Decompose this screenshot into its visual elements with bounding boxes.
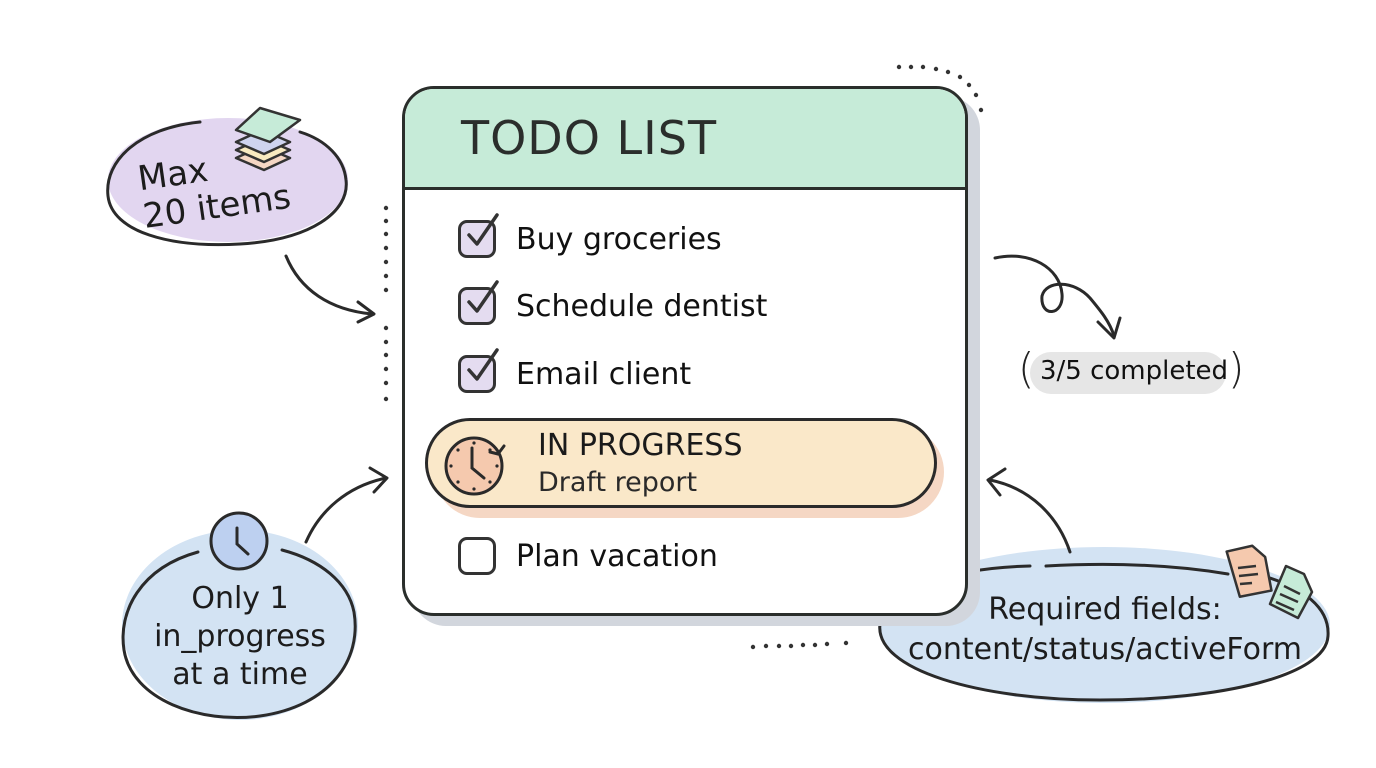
todo-item[interactable]: Email client <box>458 348 692 393</box>
arrowhead <box>986 467 1007 497</box>
documents-icon <box>1225 544 1314 620</box>
todo-card: TODO LIST <box>402 86 968 616</box>
in-progress-item[interactable] <box>425 418 937 508</box>
arrow-required-to-card <box>988 478 1072 554</box>
single-in-progress-bubble-outline <box>121 548 357 719</box>
dotted-line-bottom <box>750 640 849 650</box>
arrow-max-to-card <box>284 254 374 316</box>
swirl-arrow-to-completed <box>993 254 1116 338</box>
required-fields-bubble-outline-top <box>1044 562 1230 576</box>
dotted-arc-top-right <box>896 64 984 113</box>
in-progress-status-label: IN PROGRESS <box>538 428 743 463</box>
single-in-progress-bubble <box>122 530 358 720</box>
checkbox-empty-icon[interactable] <box>458 537 496 575</box>
right-paren: ) <box>1228 344 1245 393</box>
todo-item-label: Plan vacation <box>516 538 718 574</box>
todo-item[interactable]: Schedule dentist <box>458 280 768 325</box>
todo-item-label: Email client <box>516 356 692 392</box>
required-fields-line2: content/status/activeForm <box>907 632 1302 667</box>
in-progress-task-label: Draft report <box>538 467 698 498</box>
dotted-line-left <box>383 205 389 402</box>
todo-item-label: Schedule dentist <box>516 288 768 324</box>
stacked-layers-icon <box>234 106 302 172</box>
left-paren: ( <box>1018 344 1035 393</box>
single-in-progress-line3: at a time <box>172 657 308 692</box>
checkbox-checked-icon[interactable] <box>458 213 499 258</box>
checkbox-checked-icon[interactable] <box>458 348 499 393</box>
completed-count-badge <box>1030 352 1226 394</box>
arrowhead <box>356 300 376 324</box>
todo-item[interactable]: Plan vacation <box>458 537 718 575</box>
completed-count-label: 3/5 completed <box>1040 356 1229 386</box>
todo-item[interactable]: Buy groceries <box>458 213 722 258</box>
todo-card-header: TODO LIST <box>405 89 965 190</box>
clock-refresh-icon <box>444 436 506 496</box>
arrowhead <box>368 466 389 494</box>
required-fields-line1: Required fields: <box>988 592 1222 627</box>
clock-icon <box>209 511 269 571</box>
todo-card-title: TODO LIST <box>461 111 718 165</box>
required-fields-annotation: Required fields: content/status/activeFo… <box>885 590 1325 670</box>
required-fields-bubble <box>878 547 1330 703</box>
single-in-progress-line2: in_progress <box>154 619 326 654</box>
arrowhead <box>1096 316 1122 340</box>
single-in-progress-line1: Only 1 <box>191 581 289 616</box>
max-items-bubble-outline <box>106 120 348 247</box>
single-in-progress-annotation: Only 1 in_progress at a time <box>130 580 350 694</box>
todo-item-label: Buy groceries <box>516 221 722 257</box>
checkbox-checked-icon[interactable] <box>458 280 499 325</box>
arrow-in-progress-to-card <box>304 476 388 544</box>
